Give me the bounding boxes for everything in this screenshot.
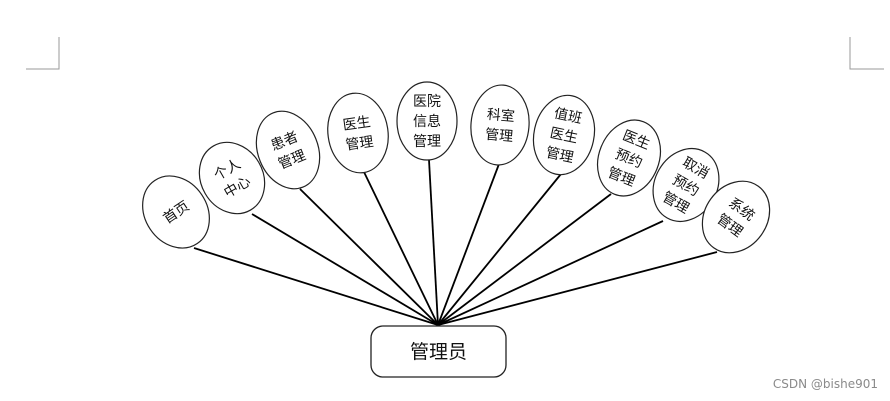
module-label-line: 值班 xyxy=(553,106,584,127)
root-label: 管理员 xyxy=(410,341,467,363)
module-label-line: 管理 xyxy=(544,145,575,166)
connector-line xyxy=(251,213,439,326)
module-label-line: 管理 xyxy=(484,127,513,145)
module-label-line: 信息 xyxy=(413,113,441,130)
module-node: 首页 xyxy=(142,175,210,249)
module-ovals: 首页个人中心患者管理医生管理医院信息管理科室管理值班医生管理医生预约管理取消预约… xyxy=(142,81,771,254)
module-oval xyxy=(327,92,389,174)
module-oval xyxy=(470,84,530,166)
root-box xyxy=(370,325,507,378)
module-oval xyxy=(532,94,596,176)
module-oval xyxy=(255,110,321,190)
module-label-line: 管理 xyxy=(413,134,441,150)
module-label-line: 管理 xyxy=(345,134,375,154)
module-label-line: 科室 xyxy=(486,106,515,125)
module-label-line: 医生 xyxy=(548,125,579,146)
corner-mark-left xyxy=(26,37,60,70)
module-oval xyxy=(396,81,458,161)
module-label-line: 医院 xyxy=(413,94,441,110)
module-oval xyxy=(142,175,210,249)
corner-mark-right xyxy=(849,37,884,70)
connector-line xyxy=(437,173,562,326)
connector-line xyxy=(428,159,439,326)
connector-line xyxy=(363,171,439,326)
module-oval xyxy=(596,119,662,197)
connector-line xyxy=(437,193,612,326)
connector-line xyxy=(437,220,664,326)
connector-line xyxy=(193,247,439,326)
connector-line xyxy=(437,251,718,326)
root-node: 管理员 xyxy=(370,325,507,378)
watermark-text: CSDN @bishe901 xyxy=(772,377,878,391)
connector-line xyxy=(437,163,500,326)
page-corner-marks xyxy=(26,37,884,70)
connector-lines xyxy=(193,159,718,326)
connector-line xyxy=(299,188,439,326)
module-label-line: 医生 xyxy=(342,114,372,134)
module-oval xyxy=(198,141,266,215)
